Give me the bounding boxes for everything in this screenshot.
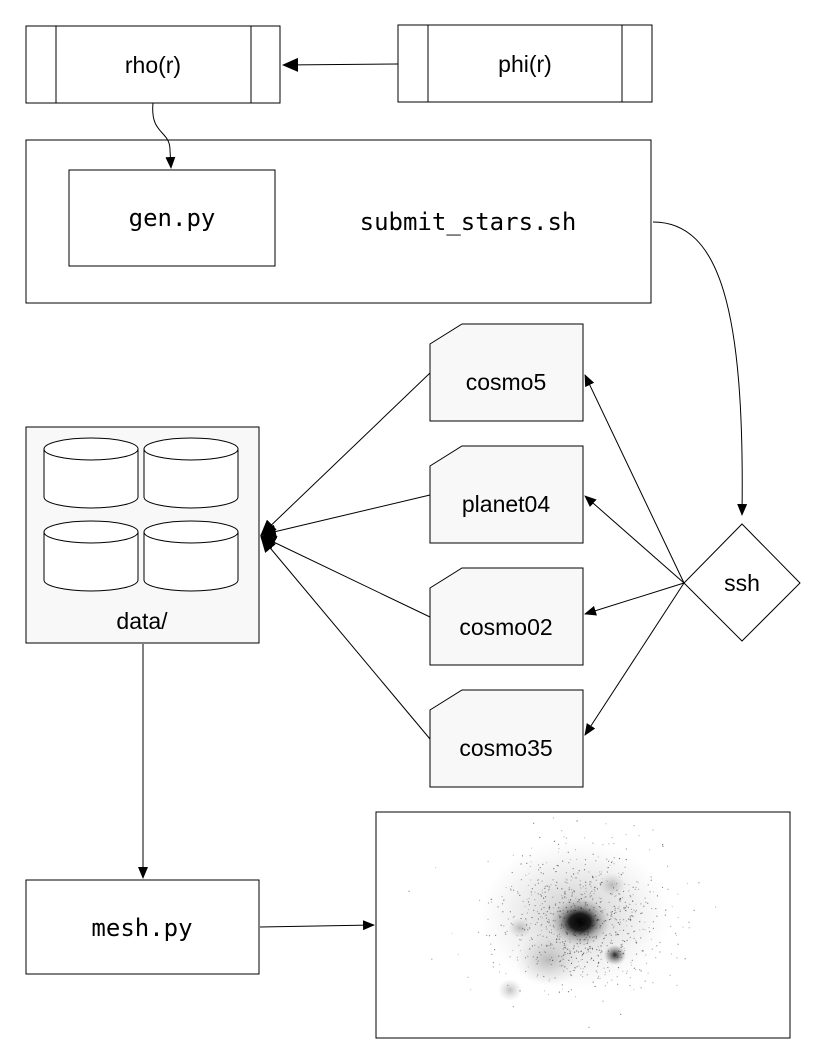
gen-py-label: gen.py [129, 204, 216, 232]
host-card-cosmo5: cosmo5 [429, 323, 584, 422]
arrow-cosmo02-to-data [260, 535, 431, 618]
database-icon [143, 520, 239, 592]
data-label: data/ [116, 608, 168, 634]
arrow-ssh-to-cosmo02 [584, 582, 685, 616]
density-plot-image [375, 811, 791, 1039]
rho-label: rho(r) [125, 52, 181, 78]
arrow-phi-to-rho [282, 57, 399, 72]
arrow-mesh-to-image [259, 920, 375, 931]
cosmo02-label: cosmo02 [459, 614, 552, 640]
planet04-label: planet04 [462, 491, 550, 517]
arrow-ssh-to-cosmo5 [584, 374, 685, 584]
cosmo35-label: cosmo35 [459, 735, 552, 761]
phi-process-box: phi(r) [397, 24, 653, 103]
mesh-py-box: mesh.py [25, 879, 260, 975]
cosmo5-label: cosmo5 [466, 369, 547, 395]
host-card-planet04: planet04 [429, 445, 584, 544]
phi-label: phi(r) [498, 51, 552, 77]
arrow-cosmo35-to-data [260, 536, 431, 740]
gen-py-box: gen.py [68, 169, 276, 267]
particle-scatter [408, 817, 717, 1028]
ssh-label: ssh [724, 570, 760, 596]
ssh-diamond: ssh [683, 523, 801, 642]
host-card-cosmo02: cosmo02 [429, 567, 584, 666]
database-icon [143, 437, 239, 509]
arrow-submit-to-ssh [652, 221, 748, 516]
database-icon [43, 520, 139, 592]
mesh-py-label: mesh.py [91, 914, 192, 942]
database-icon [43, 437, 139, 509]
arrow-ssh-to-planet04 [584, 495, 685, 584]
arrow-rho-to-gen [152, 102, 176, 169]
host-card-cosmo35: cosmo35 [429, 689, 584, 788]
submit-stars-label: submit_stars.sh [360, 208, 577, 236]
rho-process-box: rho(r) [25, 25, 281, 104]
arrow-ssh-to-cosmo35 [584, 582, 685, 736]
arrow-cosmo5-to-data [260, 372, 431, 536]
data-storage-box: data/ [25, 426, 260, 644]
arrow-planet04-to-data [260, 494, 431, 539]
